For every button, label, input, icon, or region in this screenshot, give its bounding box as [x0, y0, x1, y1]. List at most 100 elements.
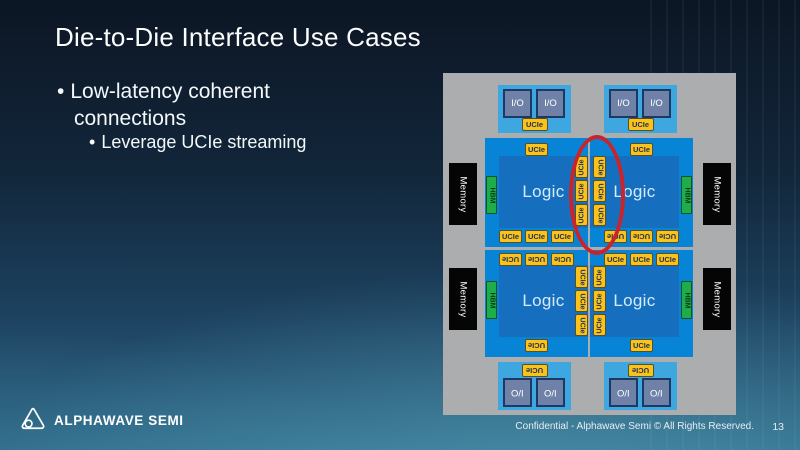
ucie-tab: UCIe [630, 230, 653, 243]
top-ucie-row: UCIe UCIe UCIe [590, 253, 693, 266]
alphawave-logo-icon [20, 406, 46, 435]
io-block-label: I/O [511, 98, 524, 109]
top-ucie-row: UCIe [590, 143, 693, 156]
brand-name: ALPHAWAVE SEMI [54, 413, 184, 428]
ucie-tab-label: UCIe [525, 366, 544, 375]
bullet-marker: • [57, 80, 65, 103]
memory-block-left-top: Memory [449, 163, 477, 225]
confidentiality-notice: Confidential - Alphawave Semi © All Righ… [515, 421, 754, 432]
bottom-ucie-row: UCIe [590, 339, 693, 352]
ucie-tab-label: UCIe [631, 120, 650, 129]
hbm-tab: HBM [486, 281, 497, 319]
hbm-tab: HBM [681, 281, 692, 319]
io-ucie-tab: UCIe [521, 118, 548, 131]
ucie-tab: UCIe [656, 253, 679, 266]
ucie-tab: UCIe [575, 314, 588, 336]
io-block: I/O [609, 378, 638, 407]
bullet-low-latency: •Low-latency coherent connections [57, 78, 310, 133]
ucie-tab: UCIe [656, 230, 679, 243]
io-ucie-tab: UCIe [521, 364, 548, 377]
io-block-label: I/O [544, 98, 557, 109]
ucie-tab: UCIe [593, 156, 606, 178]
io-ucie-tab: UCIe [627, 118, 654, 131]
io-block: I/O [503, 378, 532, 407]
ucie-tab: UCIe [575, 266, 588, 288]
ucie-tab-label: UCIe [527, 145, 546, 154]
ucie-tab: UCIe [499, 230, 522, 243]
ucie-tab-label: UCIe [658, 232, 677, 241]
ucie-tab-label: UCIe [578, 269, 586, 285]
ucie-tab: UCIe [604, 230, 627, 243]
ucie-tab-label: UCIe [596, 317, 604, 333]
ucie-tab-label: UCIe [578, 159, 586, 175]
io-block-label: I/O [650, 98, 663, 109]
ucie-tab-label: UCIe [596, 183, 604, 199]
ucie-tab: UCIe [630, 339, 653, 352]
io-ucie-tab: UCIe [627, 364, 654, 377]
ucie-tab: UCIe [525, 143, 548, 156]
die-diagram-panel: Memory Memory Memory Memory I/O I/O UCIe I… [443, 73, 736, 415]
bullet-marker: • [89, 132, 96, 152]
ucie-tab-label: UCIe [553, 255, 572, 264]
ucie-tab-label: UCIe [596, 269, 604, 285]
top-ucie-row: UCIe [485, 143, 588, 156]
ucie-tab: UCIe [630, 143, 653, 156]
io-block-label: I/O [511, 387, 524, 398]
io-block-label: I/O [617, 98, 630, 109]
page-number: 13 [772, 421, 784, 433]
bottom-ucie-row: UCIe UCIe UCIe [485, 230, 588, 243]
ucie-tab: UCIe [525, 339, 548, 352]
memory-block-left-bottom: Memory [449, 268, 477, 330]
ucie-tab-label: UCIe [606, 255, 625, 264]
brand-logo-lockup: ALPHAWAVE SEMI [20, 406, 184, 435]
io-block: I/O [609, 89, 638, 118]
ucie-tab: UCIe [525, 253, 548, 266]
memory-label: Memory [711, 280, 723, 318]
logic-area: Logic [499, 265, 588, 337]
memory-label: Memory [711, 175, 723, 213]
io-cluster-top-left: I/O I/O UCIe [498, 85, 571, 133]
io-block-label: I/O [617, 387, 630, 398]
logic-label: Logic [522, 182, 565, 201]
hbm-label: HBM [488, 187, 496, 203]
logic-label: Logic [613, 182, 656, 201]
bullet-text: Low-latency coherent connections [70, 80, 270, 131]
ucie-tab: UCIe [575, 204, 588, 226]
ucie-tab-label: UCIe [553, 232, 572, 241]
ucie-tab-label: UCIe [632, 255, 651, 264]
ucie-tab-label: UCIe [527, 232, 546, 241]
ucie-tab-label: UCIe [578, 207, 586, 223]
memory-label: Memory [457, 280, 469, 318]
ucie-tab-label: UCIe [578, 293, 586, 309]
io-block: I/O [536, 378, 565, 407]
ucie-tab: UCIe [593, 204, 606, 226]
ucie-tab-label: UCIe [578, 317, 586, 333]
ucie-tab-label: UCIe [578, 183, 586, 199]
ucie-tab-label: UCIe [606, 232, 625, 241]
logic-label: Logic [522, 291, 565, 310]
io-cluster-bottom-left: I/O I/O UCIe [498, 362, 571, 410]
hbm-label: HBM [683, 187, 691, 203]
hbm-label: HBM [683, 292, 691, 308]
ucie-tab-label: UCIe [596, 207, 604, 223]
ucie-tab: UCIe [525, 230, 548, 243]
hbm-tab: HBM [486, 176, 497, 214]
ucie-tab-label: UCIe [632, 145, 651, 154]
logic-area: Logic [499, 156, 588, 228]
ucie-tab-label: UCIe [631, 366, 650, 375]
ucie-tab: UCIe [593, 314, 606, 336]
ucie-tab-label: UCIe [527, 341, 546, 350]
hbm-label: HBM [488, 292, 496, 308]
ucie-tab: UCIe [575, 290, 588, 312]
ucie-tab-label: UCIe [525, 120, 544, 129]
logic-label: Logic [613, 291, 656, 310]
io-block-label: I/O [544, 387, 557, 398]
memory-block-right-bottom: Memory [703, 268, 731, 330]
